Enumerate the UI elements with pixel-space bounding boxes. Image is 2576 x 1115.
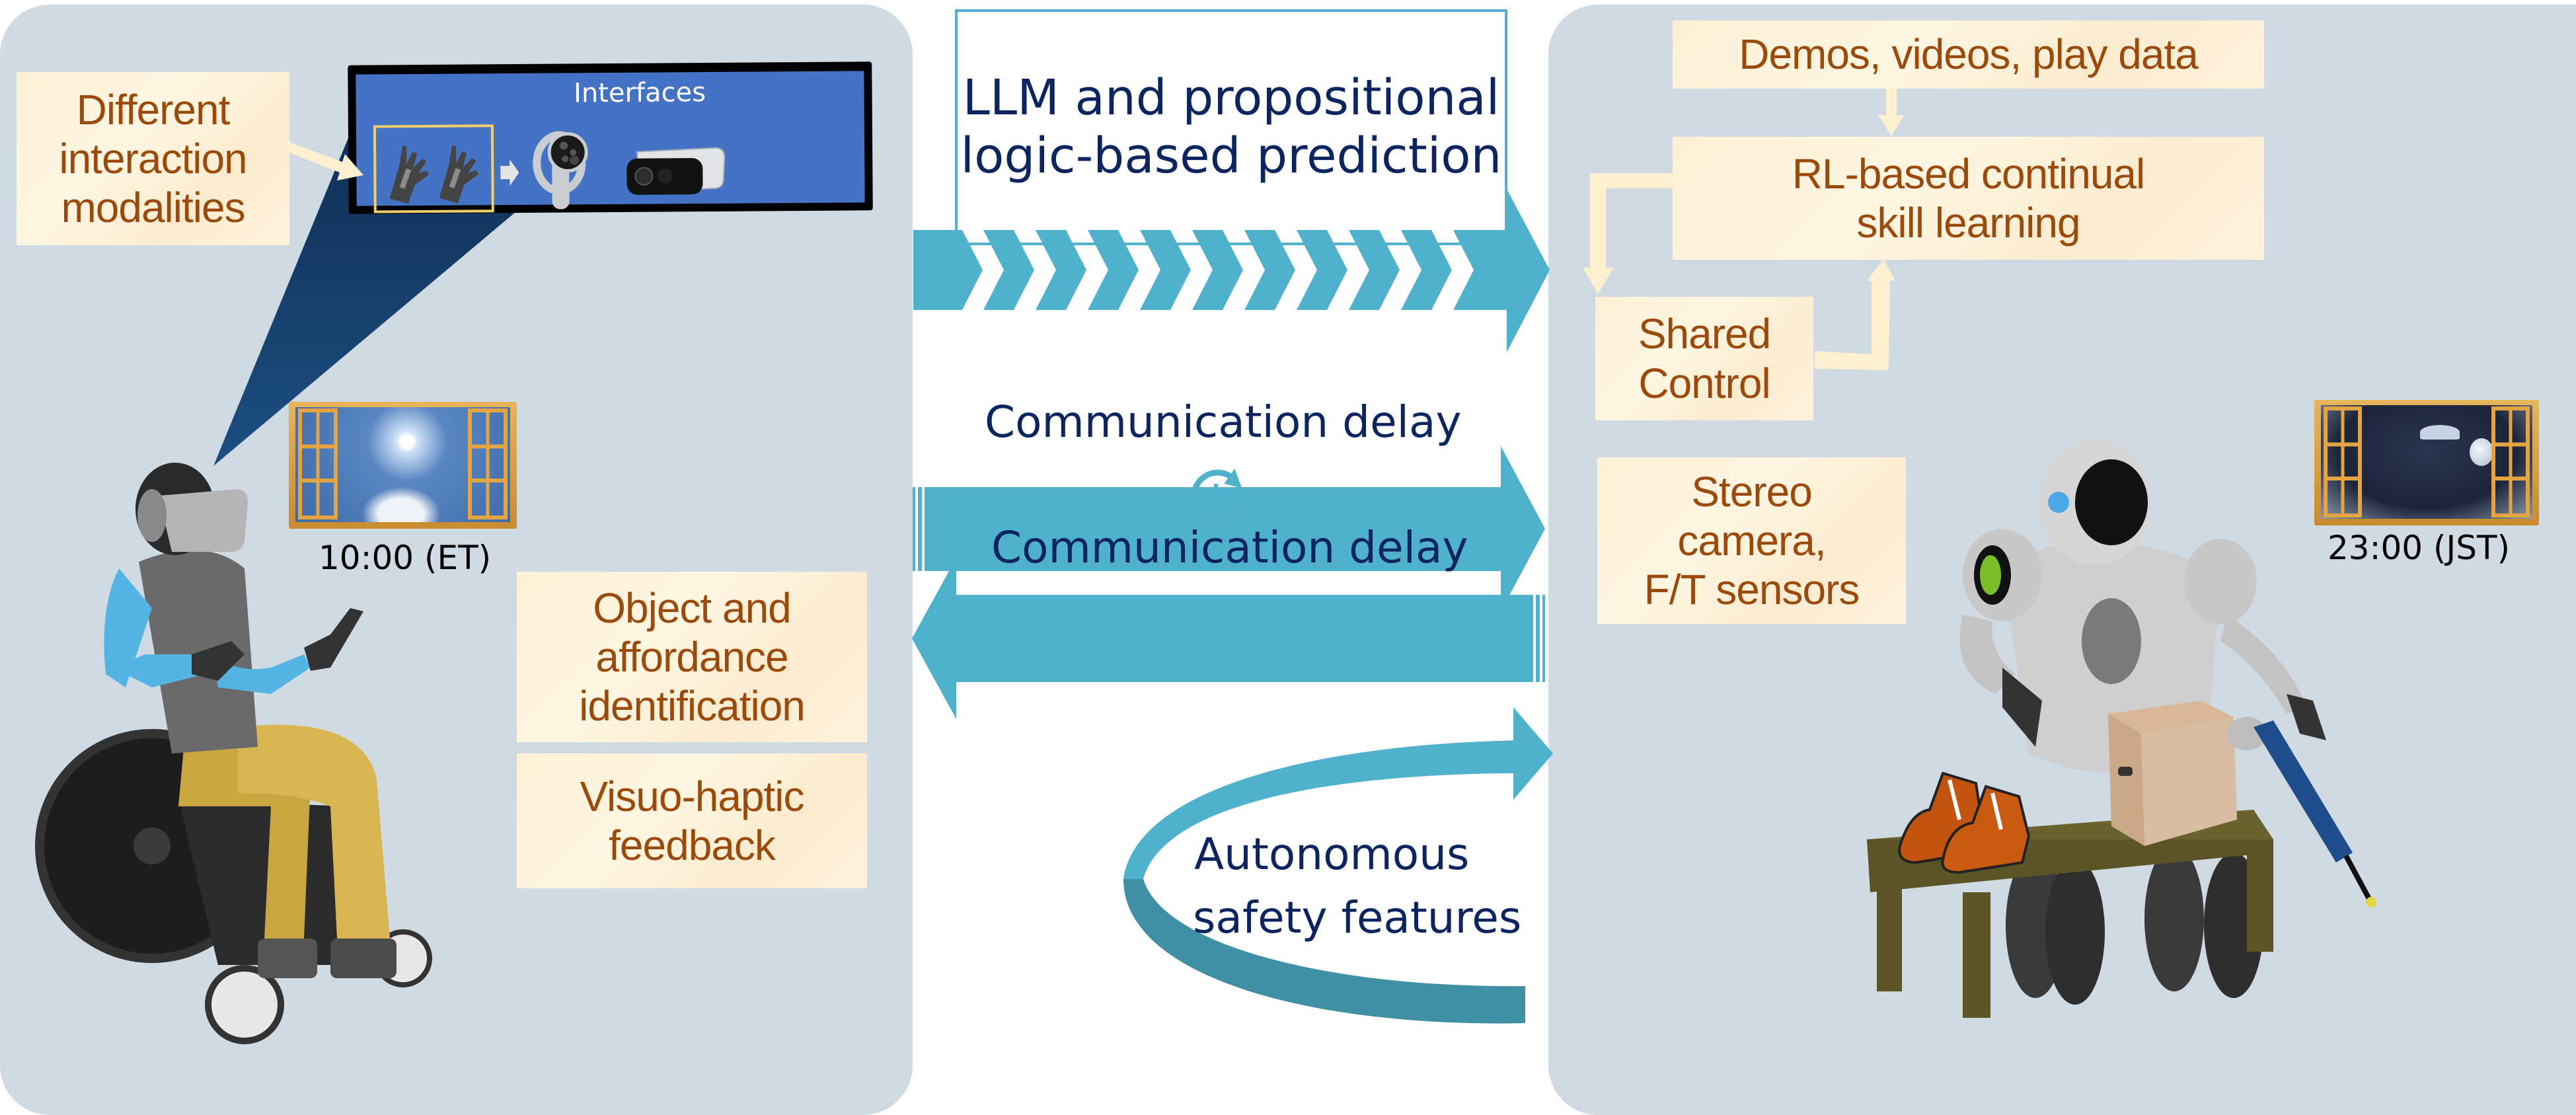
night-cloud-icon bbox=[2420, 425, 2460, 440]
modalities-note: Different interaction modalities bbox=[17, 72, 289, 245]
note-line: Object and bbox=[593, 584, 792, 632]
demos-to-rl-arrow bbox=[1878, 89, 1905, 136]
chevron-segment bbox=[1244, 230, 1295, 310]
robot-workspace bbox=[1867, 440, 2376, 1018]
chevron-segment bbox=[1036, 230, 1086, 310]
forward-command-arrow bbox=[913, 446, 1545, 611]
object-affordance-note: Object and affordance identification bbox=[517, 572, 867, 742]
prediction-stream-arrow bbox=[913, 189, 1550, 352]
next-arrow-icon bbox=[500, 159, 519, 186]
robot-time-label: 23:00 (JST) bbox=[2328, 529, 2511, 567]
chevron-segment bbox=[1140, 230, 1191, 310]
chevron-segment bbox=[983, 230, 1034, 310]
safety-line: safety features bbox=[1193, 892, 1522, 943]
haptic-gloves-icon bbox=[389, 145, 479, 204]
chevron-segment bbox=[1088, 230, 1139, 310]
note-line: Demos, videos, play data bbox=[1739, 30, 2199, 79]
delay-backward-label: Communication delay bbox=[991, 522, 1468, 573]
day-window bbox=[289, 402, 517, 529]
window-shutter-right bbox=[2491, 406, 2530, 518]
chevron-segment bbox=[1297, 230, 1347, 310]
note-line: affordance bbox=[595, 633, 788, 681]
interfaces-box: Interfaces bbox=[348, 61, 873, 214]
note-line: camera, bbox=[1677, 516, 1826, 564]
note-line: identification bbox=[579, 682, 806, 730]
safety-label: Autonomous safety features bbox=[1193, 823, 1521, 949]
window-shutter-left bbox=[2324, 406, 2362, 518]
note-line: Stereo bbox=[1691, 467, 1813, 516]
chevron-segment bbox=[1349, 230, 1400, 310]
cloud-icon bbox=[361, 486, 441, 522]
note-line: Shared bbox=[1638, 310, 1771, 358]
operator-time-label: 10:00 (ET) bbox=[319, 539, 492, 577]
depth-camera-icon bbox=[626, 147, 726, 195]
moon-icon bbox=[2470, 438, 2493, 466]
note-line: Visuo-haptic bbox=[580, 772, 804, 820]
safety-line: Autonomous bbox=[1194, 829, 1470, 880]
night-window bbox=[2314, 400, 2539, 525]
vr-headset-icon bbox=[159, 489, 248, 552]
rl-learning-note: RL-based continual skill learning bbox=[1673, 137, 2264, 260]
chevron-lead bbox=[913, 230, 983, 310]
shared-control-note: Shared Control bbox=[1595, 297, 1813, 420]
vr-controller-icon bbox=[533, 131, 588, 210]
demos-note: Demos, videos, play data bbox=[1673, 20, 2264, 89]
visuo-haptic-note: Visuo-haptic feedback bbox=[517, 753, 867, 888]
chevron-arrow-head bbox=[1453, 189, 1550, 352]
modalities-pointer-arrow bbox=[289, 142, 363, 180]
note-line: modalities bbox=[61, 184, 245, 232]
prediction-box: LLM and propositional logic-based predic… bbox=[955, 9, 1507, 245]
safety-loop-arrow bbox=[1123, 707, 1553, 1024]
note-line: skill learning bbox=[1856, 199, 2080, 247]
prediction-line: LLM and propositional bbox=[962, 69, 1500, 127]
clock-delay-icon bbox=[1191, 468, 1242, 523]
note-line: F/T sensors bbox=[1644, 566, 1860, 614]
cardboard-box-icon bbox=[2108, 701, 2237, 846]
rl-shared-control-loop bbox=[1583, 173, 1895, 370]
prediction-line: logic-based prediction bbox=[960, 127, 1502, 184]
note-line: feedback bbox=[609, 822, 776, 869]
sensors-note: Stereo camera, F/T sensors bbox=[1597, 457, 1906, 624]
window-shutter-right bbox=[468, 408, 508, 519]
delay-forward-label: Communication delay bbox=[985, 397, 1462, 447]
shoes-icon bbox=[1898, 771, 2031, 874]
note-line: interaction bbox=[59, 134, 247, 182]
chevron-segment bbox=[1192, 230, 1243, 310]
operator-in-wheelchair bbox=[35, 463, 432, 1044]
backward-feedback-arrow bbox=[912, 558, 1545, 719]
angle-grinder-icon bbox=[2227, 717, 2376, 907]
chevron-segment bbox=[1401, 230, 1452, 310]
note-line: Control bbox=[1638, 359, 1770, 407]
window-shutter-left bbox=[298, 408, 338, 519]
note-line: RL-based continual bbox=[1792, 149, 2145, 198]
note-line: Different bbox=[76, 85, 231, 134]
